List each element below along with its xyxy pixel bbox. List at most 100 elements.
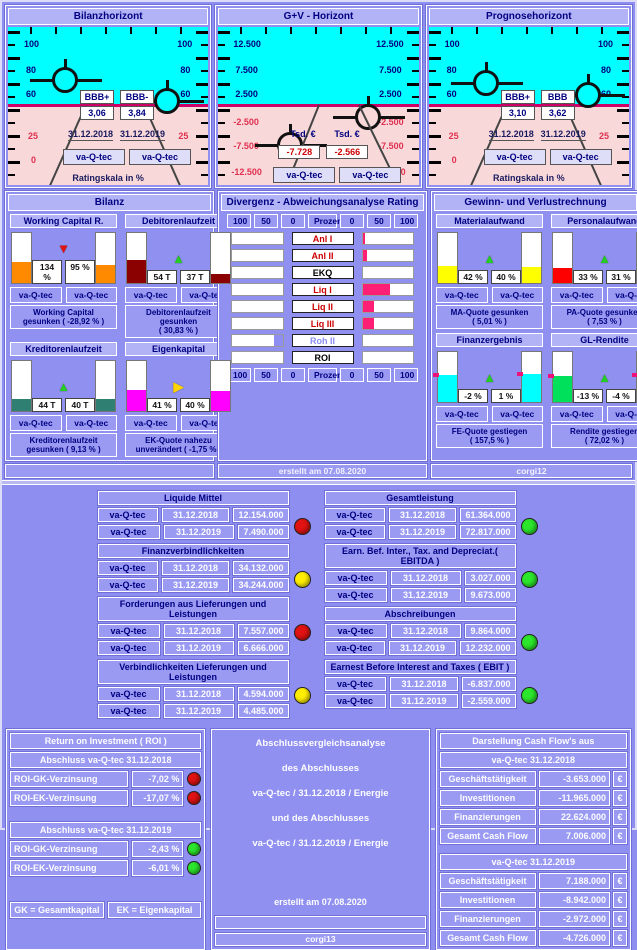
company-button[interactable]: va-Q-tec	[66, 287, 118, 303]
bar-fill	[438, 266, 457, 283]
ticks-right-minor	[622, 44, 629, 181]
ratio-label[interactable]: Liq III	[292, 317, 354, 330]
company-button[interactable]: va-Q-tec	[436, 406, 488, 422]
company-button[interactable]: va-Q-tec	[551, 406, 603, 422]
bar-fill	[522, 374, 541, 403]
value-cell: 9.864.000	[465, 624, 516, 638]
value-2018: 42 %	[458, 270, 488, 284]
subpanel-title: GL-Rendite	[551, 333, 637, 347]
company-button[interactable]: va-Q-tec	[550, 149, 612, 165]
company-button[interactable]: va-Q-tec	[325, 694, 386, 708]
ratio-label[interactable]: Roh II	[292, 334, 354, 347]
company-button[interactable]: va-Q-tec	[98, 641, 160, 655]
company-button[interactable]: va-Q-tec	[551, 287, 603, 303]
roi-row: ROI-GK-Verzinsung -2,43 %	[10, 841, 201, 857]
ratio-label[interactable]: Anl I	[292, 232, 354, 245]
deviation-bar-right	[363, 250, 368, 261]
panel-guv-horizont: G+V - Horizont 12.500 7.500 2.500 -2.500…	[215, 5, 421, 188]
panel-comparison: Abschlussvergleichsanalyse des Abschluss…	[211, 729, 429, 950]
company-button[interactable]: va-Q-tec	[436, 287, 488, 303]
ratio-label[interactable]: ROI	[292, 351, 354, 364]
company-button[interactable]: va-Q-tec	[273, 167, 335, 183]
company-button[interactable]: va-Q-tec	[339, 167, 401, 183]
company-button[interactable]: va-Q-tec	[325, 677, 386, 691]
company-button[interactable]: va-Q-tec	[325, 525, 385, 539]
company-button[interactable]: va-Q-tec	[325, 641, 385, 655]
panel-bilanzhorizont: Bilanzhorizont 100 80 60 25 0 100 80 60 …	[5, 5, 211, 188]
metric-group-forderungen: Forderungen aus Lieferungen und Leistung…	[98, 597, 313, 655]
company-button[interactable]: va-Q-tec	[10, 287, 62, 303]
status-led	[294, 571, 311, 588]
value-cell: 9.673.000	[465, 588, 516, 602]
date-cell: 31.12.2018	[390, 677, 459, 691]
date-cell: 31.12.2019	[389, 641, 457, 655]
panel-prognosehorizont: Prognosehorizont 100 80 60 25 0 100 80 6…	[426, 5, 632, 188]
bar-2019	[210, 232, 231, 284]
trend-up-icon: ▲	[483, 371, 496, 385]
status-created: erstellt am 07.08.2020	[218, 464, 427, 478]
value-2019: 31 %	[606, 270, 636, 284]
date-cell: 31.12.2018	[162, 508, 230, 522]
company-button[interactable]: va-Q-tec	[98, 578, 158, 592]
ratio-label[interactable]: Liq II	[292, 300, 354, 313]
company-button[interactable]: va-Q-tec	[125, 415, 177, 431]
scale-label: 100	[445, 39, 460, 49]
company-button[interactable]: va-Q-tec	[325, 588, 387, 602]
date-cell: 31.12.2019	[390, 694, 459, 708]
company-button[interactable]: va-Q-tec	[66, 415, 118, 431]
cashflow-row: Geschäftstätigkeit 7.188.000 €	[440, 873, 627, 889]
company-button[interactable]: va-Q-tec	[63, 149, 125, 165]
ratio-label[interactable]: Liq I	[292, 283, 354, 296]
euro-icon: €	[613, 930, 627, 946]
date-cell: 31.12.2019	[164, 704, 234, 718]
scale-label: 25	[178, 131, 188, 141]
ratio-label[interactable]: Anl II	[292, 249, 354, 262]
date-cell: 31.12.2018	[164, 624, 234, 638]
company-button[interactable]: va-Q-tec	[98, 508, 158, 522]
metrics-column-left: Liquide Mittel va-Q-tec 31.12.2018 12.15…	[98, 491, 313, 723]
company-button[interactable]: va-Q-tec	[325, 624, 387, 638]
company-button[interactable]: va-Q-tec	[484, 149, 546, 165]
bottom-section: Return on Investment ( ROI ) Abschluss v…	[2, 727, 635, 950]
company-button[interactable]: va-Q-tec	[325, 571, 387, 585]
ratio-label[interactable]: EKQ	[292, 266, 354, 279]
company-button[interactable]: va-Q-tec	[325, 508, 385, 522]
company-button[interactable]: va-Q-tec	[607, 287, 637, 303]
company-button[interactable]: va-Q-tec	[98, 525, 160, 539]
company-button[interactable]: va-Q-tec	[98, 704, 160, 718]
subpanel-kreditorenlaufzeit: Kreditorenlaufzeit ▲ 44 T 40 T va-Q-tec …	[9, 341, 118, 458]
unit-label: Tsd. €	[290, 129, 315, 139]
legend-ek: EK = Eigenkapital	[108, 902, 202, 918]
trend-up-icon: ▲	[598, 252, 611, 266]
company-button[interactable]: va-Q-tec	[125, 287, 177, 303]
status-led	[521, 687, 538, 704]
subpanel-title: Personalaufwand	[551, 214, 637, 228]
bar-fill	[553, 268, 572, 283]
ticks-left-minor	[429, 44, 436, 181]
company-button[interactable]: va-Q-tec	[492, 406, 544, 422]
company-button[interactable]: va-Q-tec	[607, 406, 637, 422]
panel-title: Divergenz - Abweichungsanalyse Rating	[221, 194, 424, 211]
status-led	[294, 624, 311, 641]
company-button[interactable]: va-Q-tec	[129, 149, 191, 165]
date-cell: 31.12.2018	[389, 508, 457, 522]
cashflow-section-header: va-Q-tec 31.12.2018	[440, 752, 627, 768]
company-button[interactable]: va-Q-tec	[10, 415, 62, 431]
company-button[interactable]: va-Q-tec	[98, 687, 160, 701]
subpanel-eigenkapital: Eigenkapital ▶ 41 % 40 % va-Q-tec va-Q-t…	[124, 341, 233, 458]
cashflow-value: -4.726.000	[539, 930, 610, 946]
gauge-row: Bilanzhorizont 100 80 60 25 0 100 80 60 …	[2, 2, 635, 191]
bar-fill	[127, 260, 146, 283]
rating-value-box: 3,06	[80, 106, 114, 120]
value-cell: 34.244.000	[233, 578, 288, 592]
company-button[interactable]: va-Q-tec	[98, 624, 160, 638]
status-led	[521, 634, 538, 651]
ticks-top	[451, 27, 607, 34]
company-button[interactable]: va-Q-tec	[492, 287, 544, 303]
scale-label: 80	[180, 65, 190, 75]
metric-group-liquide-mittel: Liquide Mittel va-Q-tec 31.12.2018 12.15…	[98, 491, 313, 539]
bar-fill	[522, 267, 541, 283]
scale-label: 12.500	[233, 39, 261, 49]
summary-box: Debitorenlaufzeit gesunken( 30,83 % )	[125, 305, 232, 338]
company-button[interactable]: va-Q-tec	[98, 561, 158, 575]
